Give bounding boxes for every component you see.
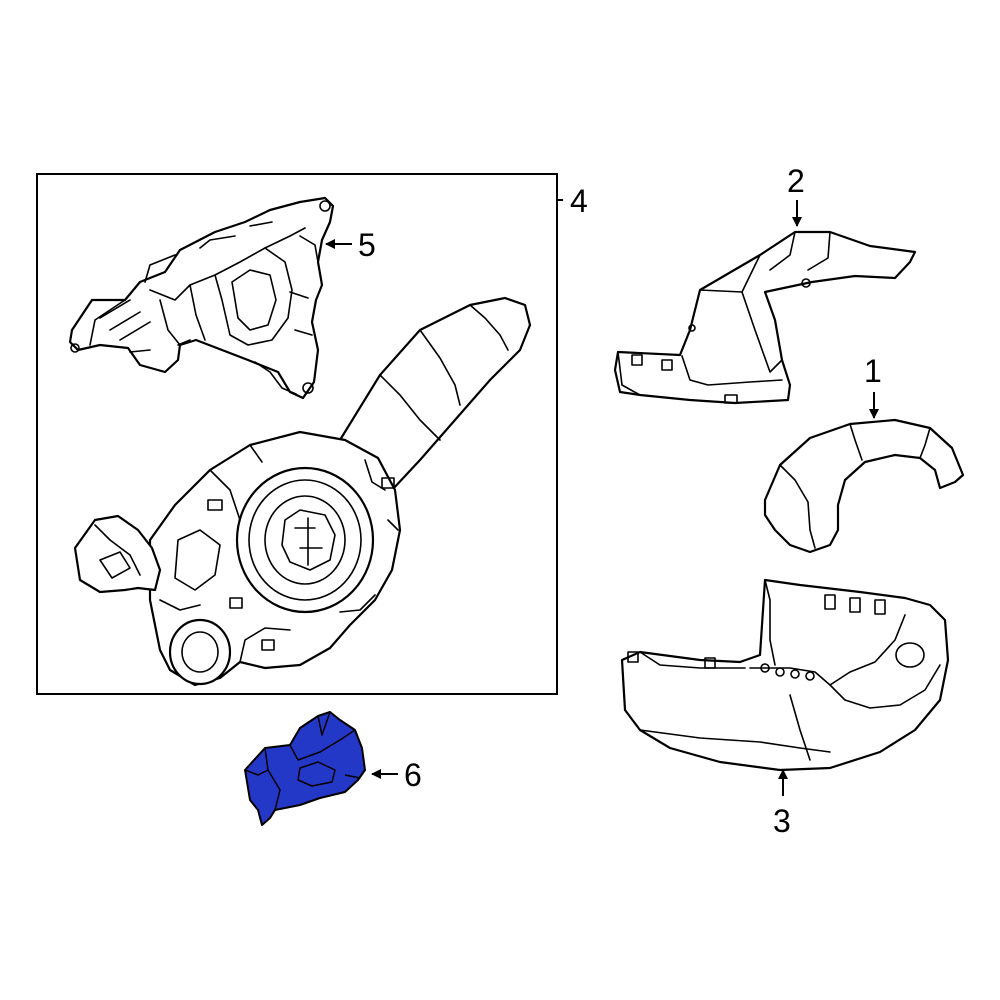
callout-4-label[interactable]: 4 [570, 183, 588, 219]
part-5-bracket[interactable] [68, 196, 335, 400]
callout-5-label[interactable]: 5 [358, 227, 376, 263]
callout-1-label[interactable]: 1 [864, 353, 882, 389]
part-2-upper-shroud[interactable] [613, 230, 917, 405]
part-3-lower-shroud[interactable] [620, 578, 950, 772]
part-4-switch-assembly[interactable] [73, 296, 532, 687]
callout-6-label[interactable]: 6 [404, 757, 422, 793]
callout-2-label[interactable]: 2 [787, 163, 805, 199]
callout-3-label[interactable]: 3 [773, 803, 791, 839]
part-6-switch[interactable] [244, 711, 366, 826]
assembly-box [36, 173, 558, 695]
part-1-cover[interactable] [763, 418, 965, 554]
